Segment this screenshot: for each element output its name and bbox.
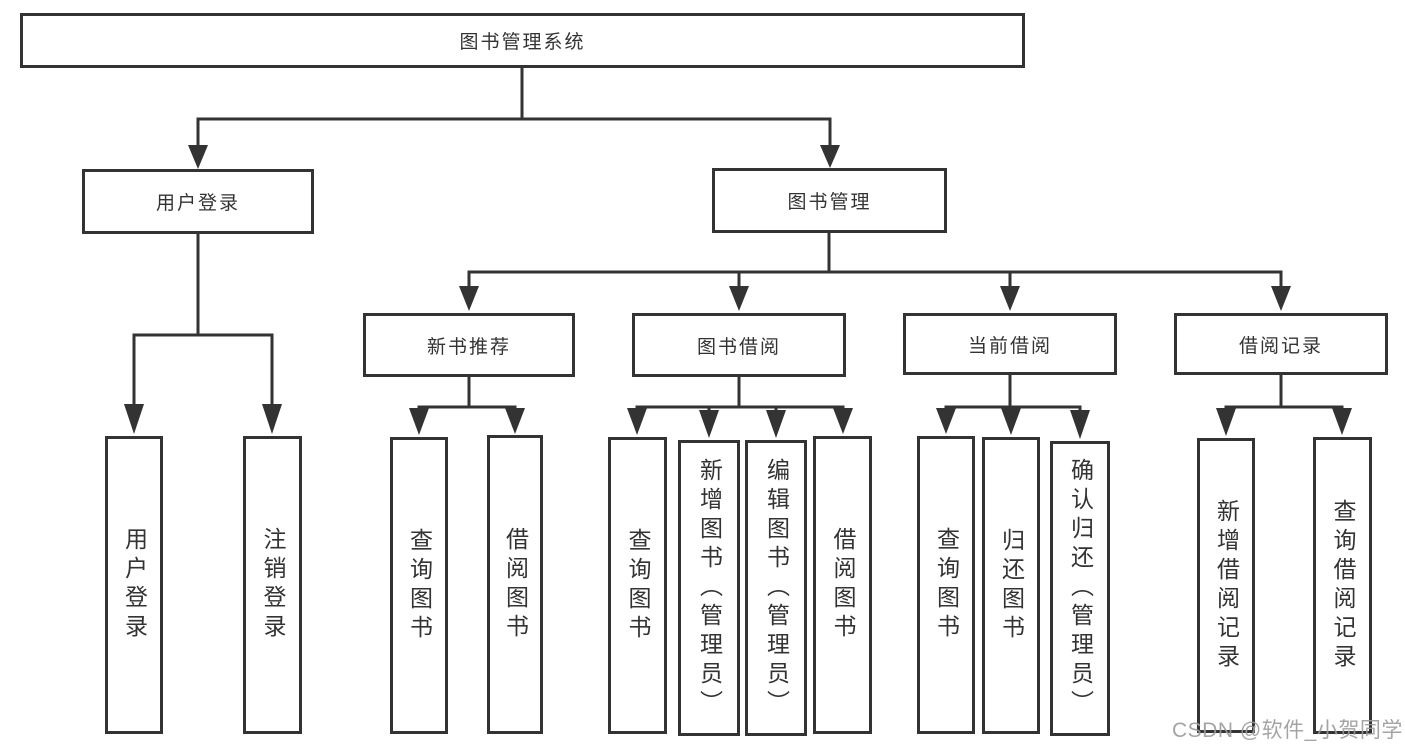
leaf-logout: 注销登录 — [243, 436, 302, 734]
node-current-borrow: 当前借阅 — [903, 313, 1117, 375]
leaf-borrow-books-label: 借阅图书 — [830, 527, 856, 643]
node-book-borrow: 图书借阅 — [632, 313, 846, 377]
leaf-borrow-books-recommend-label: 借阅图书 — [502, 526, 529, 643]
leaf-user-login: 用户登录 — [105, 436, 163, 734]
leaf-user-login-label: 用户登录 — [121, 527, 148, 643]
node-user-login-label: 用户登录 — [155, 193, 240, 214]
leaf-edit-book-admin: 编辑图书（管理员） — [745, 440, 807, 736]
leaf-confirm-return-admin: 确认归还（管理员） — [1050, 441, 1110, 736]
leaf-query-books-borrow-label: 查询图书 — [625, 527, 651, 644]
csdn-watermark: CSDN @软件_小贺同学 — [1172, 719, 1403, 742]
leaf-return-book: 归还图书 — [982, 437, 1040, 734]
leaf-return-book-label: 归还图书 — [998, 527, 1025, 644]
node-new-book-recommend: 新书推荐 — [363, 313, 575, 377]
leaf-query-books-borrow: 查询图书 — [608, 437, 667, 734]
node-book-borrow-label: 图书借阅 — [696, 336, 781, 358]
leaf-query-books-recommend: 查询图书 — [390, 437, 448, 734]
leaf-add-book-admin-label: 新增图书（管理员） — [696, 457, 723, 719]
leaf-confirm-return-admin-label: 确认归还（管理员） — [1067, 458, 1094, 719]
leaf-add-book-admin: 新增图书（管理员） — [678, 440, 740, 736]
leaf-borrow-books: 借阅图书 — [813, 436, 872, 734]
leaf-logout-label: 注销登录 — [260, 527, 286, 643]
leaf-add-borrow-record: 新增借阅记录 — [1197, 438, 1255, 733]
leaf-borrow-books-recommend: 借阅图书 — [487, 435, 543, 734]
node-current-borrow-label: 当前借阅 — [967, 335, 1052, 357]
node-borrow-records-label: 借阅记录 — [1238, 335, 1323, 357]
node-root: 图书管理系统 — [20, 13, 1025, 68]
leaf-query-books-current-label: 查询图书 — [933, 527, 960, 643]
node-root-label: 图书管理系统 — [459, 32, 586, 53]
leaf-query-books-recommend-label: 查询图书 — [406, 527, 433, 644]
leaf-query-borrow-record: 查询借阅记录 — [1313, 437, 1372, 734]
node-new-book-recommend-label: 新书推荐 — [426, 336, 511, 358]
leaf-query-borrow-record-label: 查询借阅记录 — [1330, 498, 1356, 673]
node-book-management: 图书管理 — [712, 168, 947, 233]
leaf-query-books-current: 查询图书 — [917, 436, 975, 734]
node-user-login: 用户登录 — [82, 169, 314, 234]
leaf-edit-book-admin-label: 编辑图书（管理员） — [763, 457, 790, 719]
leaf-add-borrow-record-label: 新增借阅记录 — [1213, 498, 1240, 673]
node-book-management-label: 图书管理 — [787, 192, 872, 213]
node-borrow-records: 借阅记录 — [1174, 313, 1388, 375]
